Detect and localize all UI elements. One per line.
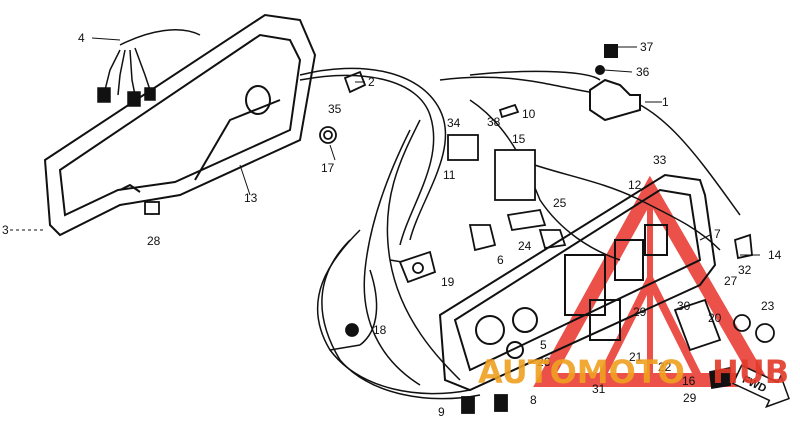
panel-7 [438, 173, 717, 392]
components [144, 70, 775, 414]
label-29a: 29 [633, 305, 647, 319]
label-17: 17 [321, 161, 335, 175]
label-2: 2 [368, 75, 375, 89]
leader-lines [10, 37, 760, 256]
label-28: 28 [147, 234, 161, 248]
label-13: 13 [244, 191, 258, 205]
label-30: 30 [677, 299, 691, 313]
wiring-harness [299, 67, 741, 400]
label-34: 34 [447, 116, 461, 130]
label-37: 37 [640, 40, 654, 54]
label-3: 3 [2, 223, 9, 237]
label-22: 22 [658, 360, 672, 374]
label-15: 15 [512, 132, 526, 146]
label-6: 6 [497, 253, 504, 267]
label-7: 7 [714, 227, 721, 241]
label-4: 4 [78, 31, 85, 45]
label-27: 27 [724, 274, 738, 288]
label-11: 11 [443, 168, 456, 182]
label-1: 1 [662, 95, 669, 109]
label-5: 5 [540, 338, 547, 352]
label-18: 18 [373, 323, 387, 337]
label-20: 20 [708, 311, 722, 325]
label-31: 31 [592, 382, 606, 396]
label-19: 19 [441, 275, 455, 289]
label-25: 25 [553, 196, 567, 210]
label-9: 9 [438, 405, 445, 419]
fwd-arrow-marker: FWD [732, 364, 790, 409]
label-8: 8 [530, 393, 537, 407]
watermark-part2: HUB [712, 353, 789, 391]
label-29b: 29 [683, 391, 697, 405]
label-24: 24 [518, 239, 532, 253]
relay-1 [589, 44, 641, 122]
label-26: 26 [537, 355, 551, 369]
label-35: 35 [328, 102, 342, 116]
housing-13 [43, 13, 317, 237]
label-33: 33 [653, 153, 667, 167]
connector-4 [97, 29, 201, 107]
label-21: 21 [629, 350, 643, 364]
label-38: 38 [487, 115, 501, 129]
label-10: 10 [522, 107, 536, 121]
watermark-part1: AUTOMOTO [478, 353, 685, 391]
watermark-text: AUTOMOTO HUB [478, 353, 789, 391]
label-12: 12 [628, 178, 642, 192]
label-23: 23 [761, 299, 775, 313]
label-32: 32 [738, 263, 752, 277]
part-labels: 1 2 3 4 5 6 7 8 9 10 11 12 13 14 15 16 1… [2, 31, 782, 419]
label-14: 14 [768, 248, 782, 262]
label-16: 16 [682, 374, 696, 388]
label-36: 36 [636, 65, 650, 79]
